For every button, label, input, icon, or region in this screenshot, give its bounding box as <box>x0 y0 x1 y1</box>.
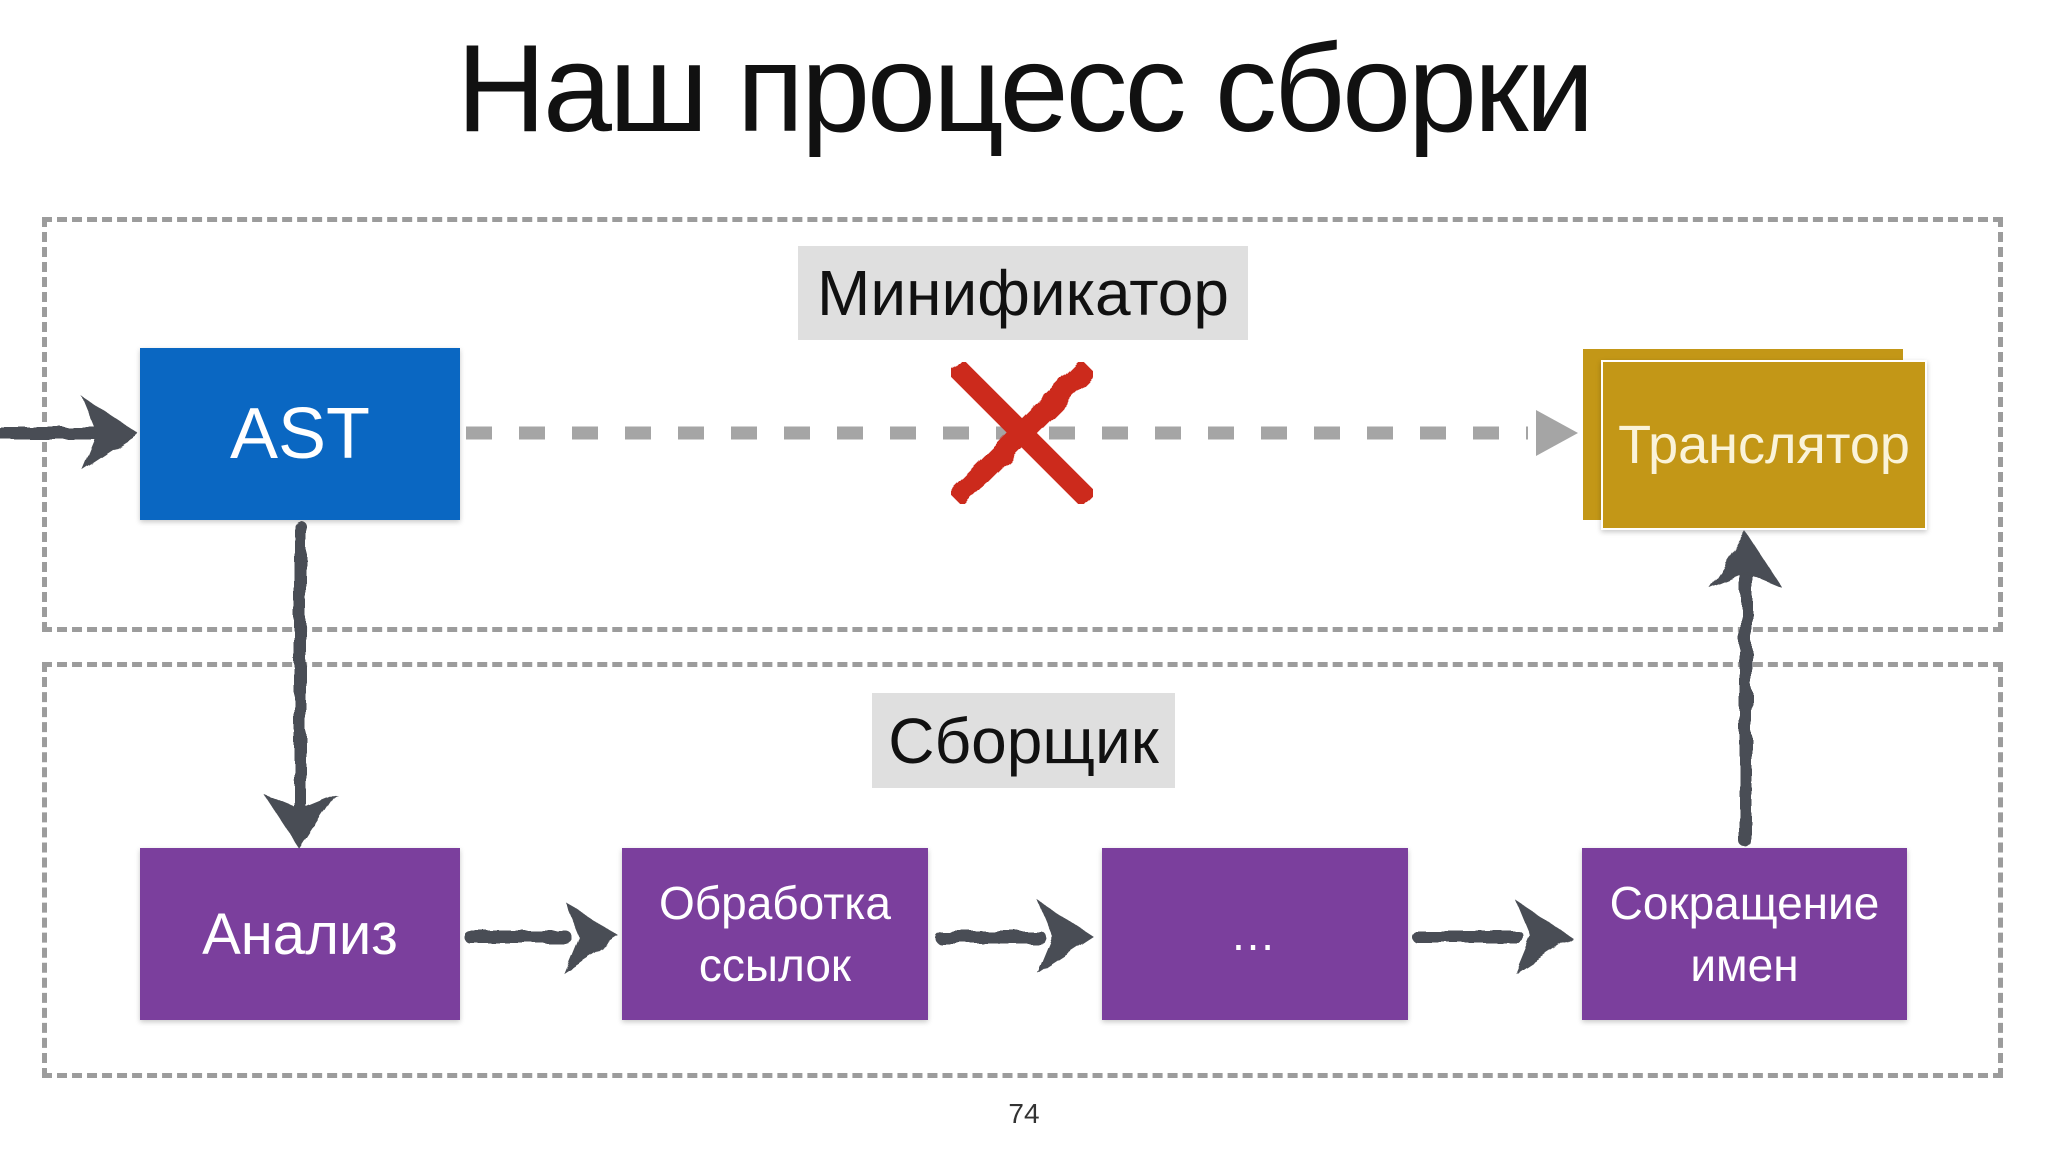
node-translator: Транслятор <box>1601 360 1927 530</box>
node-ellipsis: … <box>1102 848 1408 1020</box>
slide-title: Наш процесс сборки <box>456 20 1594 158</box>
node-analysis: Анализ <box>140 848 460 1020</box>
page-number: 74 <box>1008 1098 1040 1129</box>
minifier-group-frame <box>42 217 2003 632</box>
builder-group-frame <box>42 662 2003 1078</box>
node-name-shortening: Сокращение имен <box>1582 848 1907 1020</box>
minifier-group-label: Минификатор <box>798 246 1248 340</box>
builder-group-label: Сборщик <box>872 693 1175 788</box>
node-link-processing: Обработка ссылок <box>622 848 928 1020</box>
node-ast: AST <box>140 348 460 520</box>
